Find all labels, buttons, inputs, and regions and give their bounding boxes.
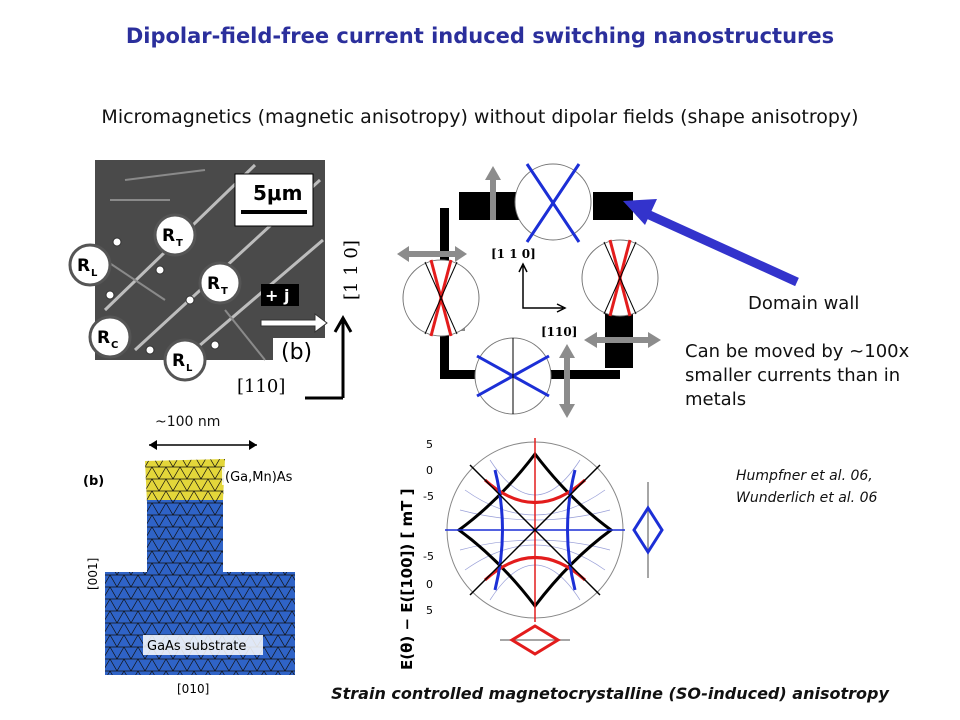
svg-text:0: 0 <box>426 464 433 477</box>
anisotropy-circle-top <box>514 163 592 243</box>
references: Humpfner et al. 06, Wunderlich et al. 06 <box>736 465 956 509</box>
svg-text:R: R <box>77 256 90 276</box>
contact-rl-2: R L <box>163 338 207 382</box>
reference-line: Humpfner et al. 06, <box>736 468 873 484</box>
diagram-axis-1: [1 1 0] <box>491 247 536 261</box>
diagram-axis-2: [110] <box>541 325 577 339</box>
contact-rl-1: R L <box>68 243 112 287</box>
crystal-axes-icon <box>518 262 567 313</box>
contact-rc: R C <box>88 315 132 359</box>
svg-text:5: 5 <box>426 604 433 617</box>
domain-wall-arrow-icon <box>623 199 799 287</box>
svg-text:C: C <box>111 340 118 351</box>
current-label: + j <box>265 286 289 305</box>
svg-text:L: L <box>91 268 98 279</box>
scalebar-label: 5μm <box>253 181 302 205</box>
current-label-box <box>261 284 299 306</box>
anisotropy-circle-left <box>402 259 480 337</box>
blue-diamond-inset <box>632 482 664 578</box>
energy-plot: E(θ) − E([100]) [ mT ] 5 0 -5 -5 0 5 <box>398 438 664 671</box>
contact-rt-2: R T <box>198 261 242 305</box>
slide-footer: Strain controlled magnetocrystalline (SO… <box>331 684 889 703</box>
mesh-axis-horizontal: [010] <box>177 682 209 696</box>
reference-line: Wunderlich et al. 06 <box>736 490 878 506</box>
svg-text:T: T <box>176 238 183 249</box>
domain-wall-label: Domain wall <box>748 293 860 314</box>
svg-text:5: 5 <box>426 438 433 451</box>
connector-dots <box>105 237 220 355</box>
scale-arrow-icon <box>149 440 257 450</box>
svg-text:0: 0 <box>426 578 433 591</box>
mesh-axis-vertical: [001] <box>86 558 100 590</box>
domain-wall-diagram: [1 1 0] [110] <box>397 163 661 418</box>
svg-text:R: R <box>207 274 220 294</box>
svg-text:T: T <box>221 286 228 297</box>
svg-text:R: R <box>172 351 185 371</box>
slide-title: Dipolar-field-free current induced switc… <box>125 24 835 48</box>
svg-text:R: R <box>97 328 110 348</box>
contact-rt-1: R T <box>153 213 197 257</box>
mesh-bottom-label: GaAs substrate <box>147 639 246 654</box>
energy-ylabel: E(θ) − E([100]) [ mT ] <box>398 489 416 671</box>
current-arrow-icon <box>260 313 328 333</box>
mesh-panel-letter: (b) <box>83 474 104 489</box>
axis-arrows-icon <box>305 314 353 400</box>
slide-subtitle: Micromagnetics (magnetic anisotropy) wit… <box>101 106 859 128</box>
scale-label: ~100 nm <box>155 414 221 430</box>
sem-axis-horizontal: [110] <box>237 376 285 397</box>
svg-text:-5: -5 <box>423 550 434 563</box>
grey-arrows-icon <box>397 166 661 418</box>
sem-axis-vertical: [1 1 0] <box>341 240 362 300</box>
panel-letter-box <box>273 338 325 362</box>
mesh-panel: (b) (Ga,Mn)As GaAs substrate [001] [010] <box>75 455 305 705</box>
sem-micrograph-panel: 5μm R T R L R T R C R L + j (b) [1 1 0] … <box>68 160 362 400</box>
svg-text:L: L <box>186 363 193 374</box>
svg-text:-5: -5 <box>423 490 434 503</box>
current-reduction-text: Can be moved by ~100x smaller currents t… <box>685 341 910 410</box>
mesh-top-label: (Ga,Mn)As <box>225 470 293 485</box>
energy-ticks: 5 0 -5 -5 0 5 <box>423 438 434 617</box>
scalebar-box <box>234 173 314 227</box>
anisotropy-circle-right <box>581 239 659 317</box>
energy-axis-arrows-icon <box>445 438 625 622</box>
red-diamond-inset <box>500 624 570 656</box>
sem-panel-letter: (b) <box>281 340 312 365</box>
svg-text:R: R <box>162 226 175 246</box>
sem-contact-lines <box>104 169 266 361</box>
anisotropy-circle-bottom <box>474 337 552 415</box>
